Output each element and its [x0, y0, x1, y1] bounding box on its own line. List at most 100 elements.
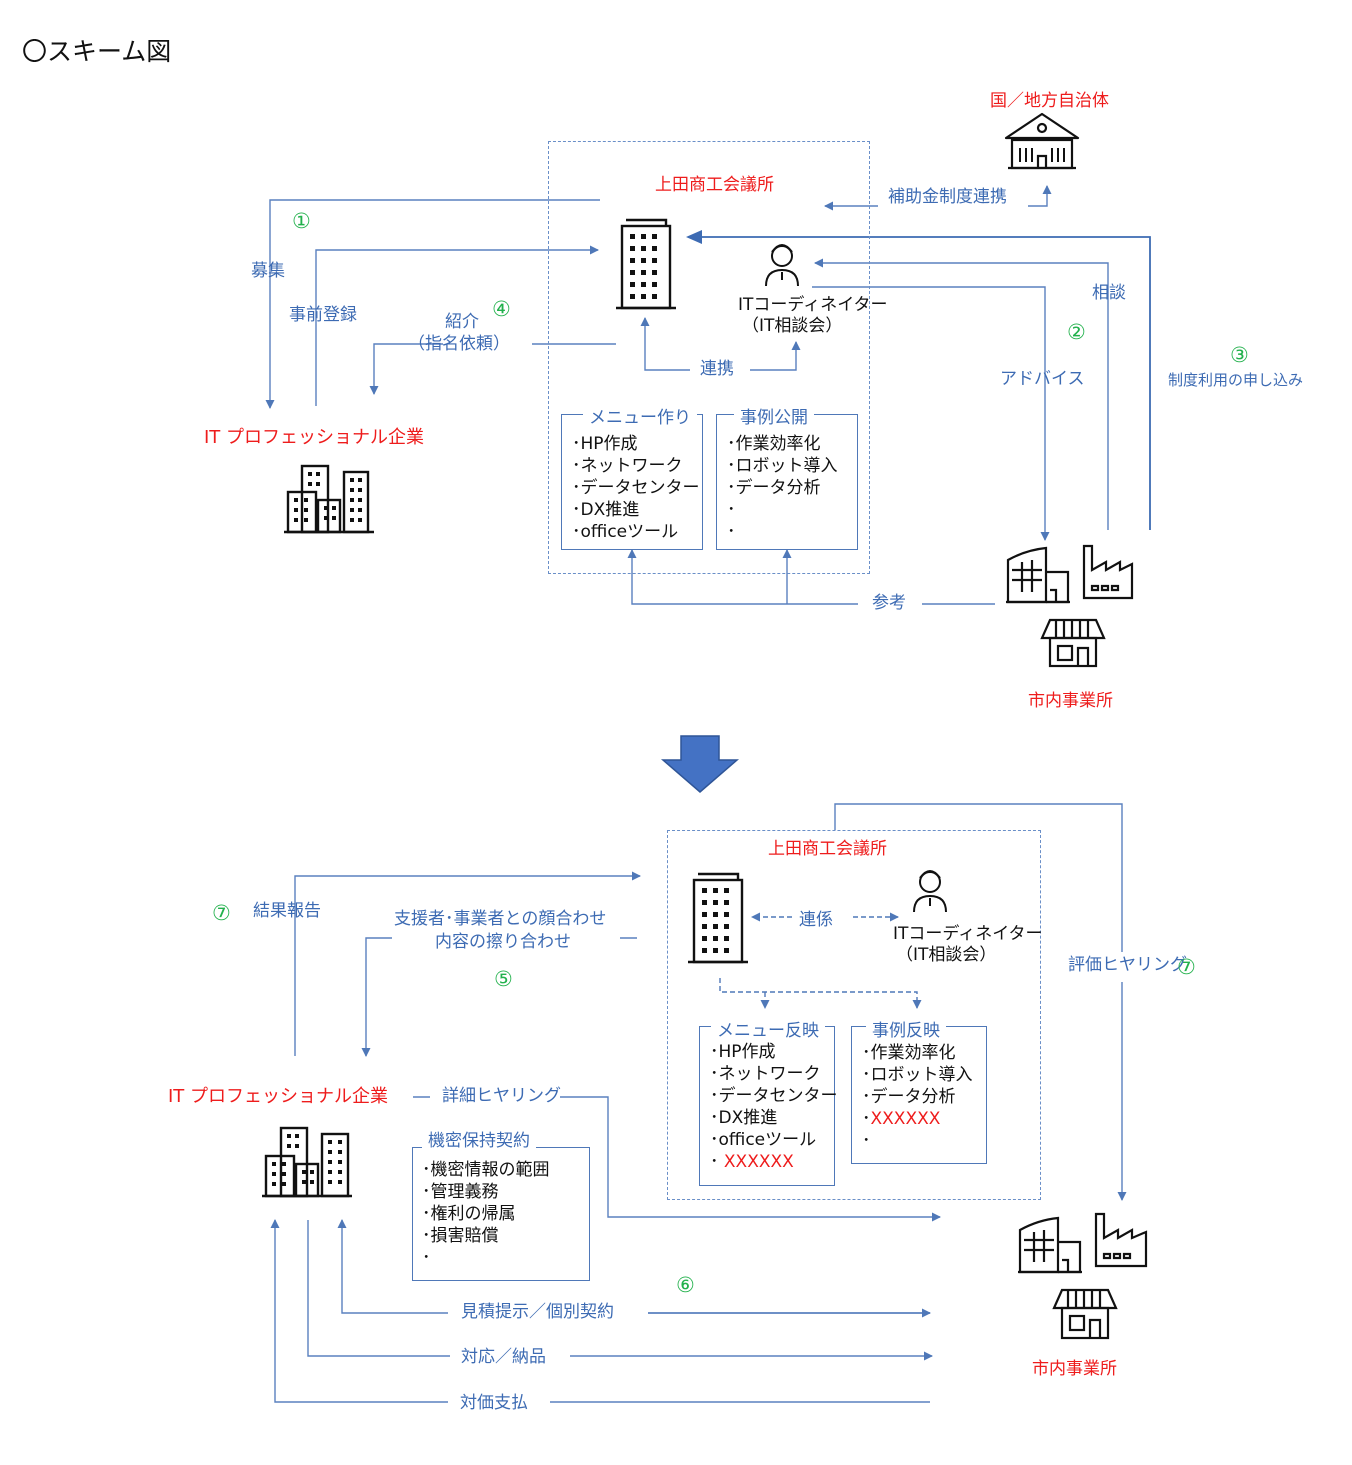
- coordinator-person-icon-bottom: [913, 870, 947, 913]
- case-item: ･ロボット導入: [727, 456, 838, 476]
- kekka-label: 結果報告: [253, 901, 321, 921]
- arrow-jizen: [315, 245, 599, 406]
- case-list-top: ･作業効率化 ･ロボット導入 ･データ分析 ･ ･: [727, 433, 838, 543]
- case-item-placeholder: ･XXXXXX: [862, 1109, 941, 1129]
- menu-item: ･データセンター: [572, 478, 700, 498]
- shousai-label: 詳細ヒヤリング: [442, 1086, 561, 1106]
- placeholder-xxxxxx: XXXXXX: [723, 1152, 794, 1172]
- ueda-label-top: 上田商工会議所: [655, 175, 774, 195]
- step-6: ⑥: [676, 1273, 695, 1297]
- case-item: ･データ分析: [862, 1087, 956, 1107]
- menu-item: ･HP作成: [710, 1042, 776, 1062]
- it-company-label-bottom: IT プロフェッショナル企業: [168, 1086, 389, 1107]
- big-down-arrow: [660, 735, 740, 793]
- it-company-buildings-icon-bottom: [262, 1126, 352, 1198]
- coordinator-sub-label-top: （IT相談会）: [742, 316, 843, 336]
- seido-label: 制度利用の申し込み: [1168, 371, 1304, 389]
- it-company-buildings-icon: [284, 464, 374, 534]
- mitsumori-label: 見積提示／個別契約: [461, 1302, 614, 1322]
- step-5: ⑤: [494, 967, 513, 991]
- kimitsu-item: ･権利の帰属: [422, 1204, 516, 1224]
- local-businesses-icon-bottom: [1018, 1212, 1148, 1340]
- coordinator-label-top: ITコーディネイター: [738, 295, 888, 315]
- ueda-label-bottom: 上田商工会議所: [768, 839, 887, 859]
- coordinator-label-bottom: ITコーディネイター: [893, 924, 1043, 944]
- step-3: ③: [1230, 343, 1249, 367]
- page-title: 〇スキーム図: [22, 37, 172, 66]
- step-4: ④: [492, 297, 511, 321]
- taika-label: 対価支払: [460, 1393, 528, 1413]
- kimitsu-item: ･機密情報の範囲: [422, 1160, 550, 1180]
- case-item: ･作業効率化: [727, 434, 821, 454]
- case-box-bottom: [851, 1026, 987, 1164]
- case-item: ･: [727, 500, 736, 520]
- menu-list-bottom: ･HP作成 ･ネットワーク ･データセンター ･DX推進 ･officeツール …: [710, 1041, 838, 1173]
- arrow-hojokin-up: [1028, 185, 1052, 207]
- menu-list-top: ･HP作成 ･ネットワーク ･データセンター ･DX推進 ･officeツール: [572, 433, 700, 543]
- hojokin-label: 補助金制度連携: [888, 187, 1007, 207]
- case-item: ･ロボット導入: [862, 1065, 973, 1085]
- kaoawase-label: 支援者･事業者との顔合わせ: [394, 909, 607, 929]
- soudan-label: 相談: [1092, 283, 1126, 303]
- menu-item: ･ネットワーク: [572, 456, 683, 476]
- jizen-label: 事前登録: [289, 305, 357, 325]
- local-businesses-icon: [1006, 544, 1134, 668]
- government-building-icon: [1004, 112, 1080, 170]
- shinai-label-bottom: 市内事業所: [1032, 1359, 1117, 1379]
- case-title-top: 事例公開: [734, 403, 814, 428]
- arrow-sankou-left: [627, 549, 858, 605]
- it-company-label-top: IT プロフェッショナル企業: [204, 427, 425, 448]
- coordinator-person-icon: [765, 244, 799, 287]
- kimitsu-item: ･損害賠償: [422, 1226, 499, 1246]
- case-box-top: [716, 414, 858, 550]
- step-2: ②: [1067, 320, 1086, 344]
- menu-item: ･officeツール: [572, 522, 679, 542]
- case-item: ･作業効率化: [862, 1043, 956, 1063]
- sankou-label: 参考: [872, 593, 906, 613]
- case-item: ･: [862, 1131, 871, 1151]
- step-7a: ⑦: [212, 901, 231, 925]
- kimitsu-item: ･管理義務: [422, 1182, 499, 1202]
- shinai-label-top: 市内事業所: [1028, 691, 1113, 711]
- arrow-boshu: [265, 199, 600, 409]
- menu-title-bottom: メニュー反映: [711, 1016, 825, 1041]
- arrow-kekka: [294, 871, 641, 1056]
- arrow-taiou: [307, 1220, 450, 1357]
- arrow-soudan: [814, 258, 1109, 530]
- taiou-label: 対応／納品: [461, 1347, 546, 1367]
- menu-item: ･officeツール: [710, 1130, 817, 1150]
- menu-item-placeholder: ･ XXXXXX: [710, 1152, 794, 1172]
- renkei-label-bottom: 連係: [799, 910, 833, 930]
- coordinator-sub-label-bottom: （IT相談会）: [896, 945, 997, 965]
- kimitsu-title: 機密保持契約: [422, 1126, 536, 1151]
- menu-item: ･HP作成: [572, 434, 638, 454]
- step-7b: ⑦: [1177, 955, 1196, 979]
- shokai-label: 紹介: [445, 312, 479, 332]
- menu-item: ･DX推進: [572, 500, 640, 520]
- shokai-sub-label: （指名依頼）: [408, 334, 510, 354]
- arrow-hyouka: [834, 803, 1123, 952]
- menu-item: ･ネットワーク: [710, 1064, 821, 1084]
- hyouka-label: 評価ヒヤリング: [1068, 955, 1187, 975]
- advice-label: アドバイス: [1000, 369, 1085, 389]
- boshu-label: 募集: [251, 261, 285, 281]
- kaoawase-sub-label: 内容の擦り合わせ: [435, 932, 571, 952]
- step-1: ①: [292, 209, 311, 233]
- kimitsu-list: ･機密情報の範囲 ･管理義務 ･権利の帰属 ･損害賠償 ･: [422, 1159, 550, 1269]
- arrow-seido: [686, 230, 1151, 530]
- case-list-bottom: ･作業効率化 ･ロボット導入 ･データ分析 ･XXXXXX ･: [862, 1042, 973, 1152]
- ueda-dashed-frame-bottom: [667, 830, 1041, 1200]
- case-item: ･: [727, 522, 736, 542]
- arrow-renkei-right: [750, 341, 801, 371]
- menu-box-bottom: [699, 1026, 835, 1186]
- menu-item: ･DX推進: [710, 1108, 778, 1128]
- dash-down: [719, 978, 922, 1009]
- menu-title-top: メニュー作り: [583, 403, 697, 428]
- kimitsu-item: ･: [422, 1248, 431, 1268]
- menu-item: ･データセンター: [710, 1086, 838, 1106]
- ueda-dashed-frame-top: [548, 141, 870, 574]
- menu-box-top: [561, 414, 703, 550]
- office-building-icon-bottom: [688, 872, 748, 964]
